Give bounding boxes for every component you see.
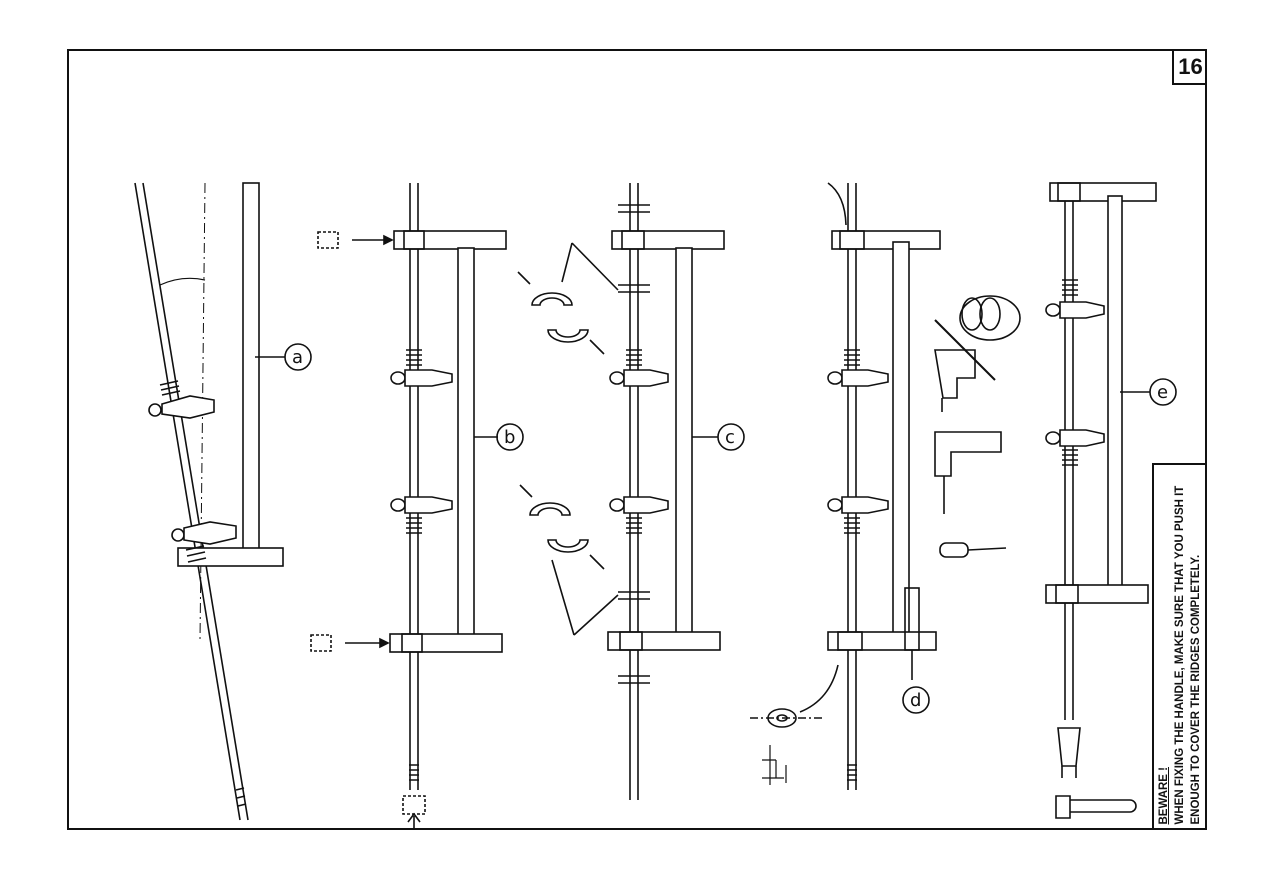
figure-c: c [517, 183, 745, 800]
page-frame [67, 49, 1207, 830]
handle-b1 [390, 349, 453, 387]
figure-e: e [1045, 182, 1177, 819]
handle-d2 [827, 496, 889, 534]
handle-a2 [171, 521, 237, 563]
figure-b: b [310, 183, 524, 830]
drill-crossed-icon [934, 295, 1021, 412]
handle-e2 [1045, 429, 1105, 466]
figure-e-label: e [1157, 382, 1168, 403]
handle-e1 [1045, 279, 1105, 319]
warning-text: BEWARE ! WHEN FIXING THE HANDLE, MAKE SU… [1156, 469, 1204, 824]
figure-b-label: b [504, 427, 515, 448]
figure-d-label: d [910, 690, 921, 711]
handle-d1 [827, 349, 889, 387]
figure-a-label: a [292, 347, 303, 368]
figure-d: d [750, 182, 1021, 790]
drill-icon [934, 431, 1002, 514]
figure-a: a [134, 182, 312, 821]
handle-c1 [609, 349, 669, 387]
warning-title: BEWARE ! [1157, 766, 1170, 825]
figure-c-label: c [725, 427, 735, 448]
warning-line-1: WHEN FIXING THE HANDLE, MAKE SURE THAT Y… [1173, 485, 1186, 824]
screwdriver-icon [939, 542, 1007, 558]
handle-b2 [390, 496, 453, 534]
handle-c2 [609, 496, 669, 534]
page-number: 16 [1172, 49, 1207, 85]
warning-line-2: ENOUGH TO COVER THE RIDGES COMPLETELY. [1189, 554, 1202, 824]
warning-box: BEWARE ! WHEN FIXING THE HANDLE, MAKE SU… [1152, 463, 1207, 830]
handle-a1 [148, 380, 215, 419]
